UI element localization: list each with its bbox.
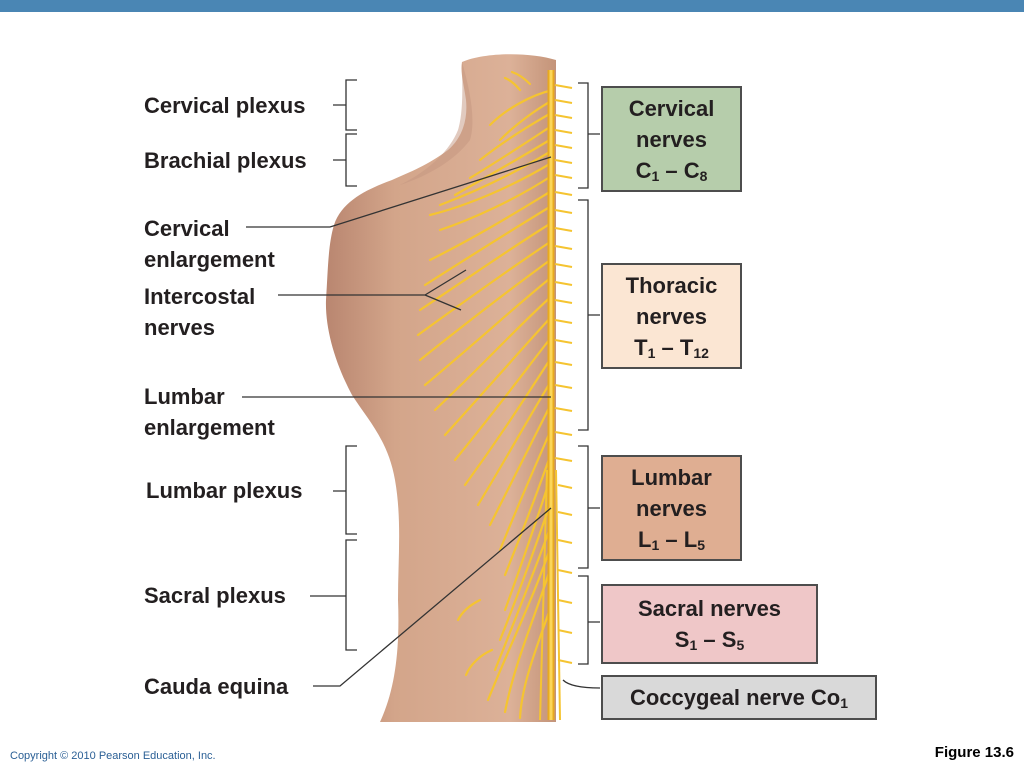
lumbar-nerves-bracket xyxy=(578,445,600,569)
thoracic-box-line2: nerves xyxy=(636,303,707,329)
cervical-nerves-bracket xyxy=(578,82,600,189)
thoracic-nerves-bracket xyxy=(578,199,600,431)
label-cauda-equina: Cauda equina xyxy=(144,674,289,699)
lumbar-box-line2: nerves xyxy=(636,495,707,521)
label-lumbar-enlargement-line1: Lumbar xyxy=(144,384,225,409)
label-cervical-enlargement-line1: Cervical xyxy=(144,216,230,241)
right-brackets xyxy=(562,82,601,689)
coccygeal-nerve-box: Coccygeal nerve Co1 xyxy=(601,675,877,720)
sacral-nerves-box: Sacral nerves S1 – S5 xyxy=(601,584,818,664)
top-accent-bar xyxy=(0,0,1024,12)
sacral-box-range: S1 – S5 xyxy=(674,627,745,653)
sacral-nerves-bracket xyxy=(578,575,600,665)
label-brachial-plexus: Brachial plexus xyxy=(144,148,307,173)
lumbar-box-line1: Lumbar xyxy=(631,464,712,490)
figure-number: Figure 13.6 xyxy=(934,744,1014,761)
cervical-nerves-box: Cervical nerves C1 – C8 xyxy=(601,86,742,192)
lumbar-box-range: L1 – L5 xyxy=(638,526,705,553)
coccygeal-leader xyxy=(562,679,601,689)
thoracic-box-line1: Thoracic xyxy=(625,272,718,298)
label-cervical-plexus: Cervical plexus xyxy=(144,93,306,118)
spinal-nerve-stubs xyxy=(554,84,573,664)
sacral-plexus-bracket xyxy=(310,539,357,651)
label-intercostal-line1: Intercostal xyxy=(144,284,256,309)
cervical-enlargement-leader xyxy=(246,156,552,228)
torso-silhouette xyxy=(325,54,556,722)
label-intercostal-line2: nerves xyxy=(144,315,215,340)
lumbar-plexus-bracket xyxy=(333,445,357,535)
left-leader-lines xyxy=(242,79,552,687)
lumbar-nerves-box: Lumbar nerves L1 – L5 xyxy=(601,455,742,561)
thoracic-nerves-box: Thoracic nerves T1 – T12 xyxy=(601,263,742,369)
cervical-box-range: C1 – C8 xyxy=(635,157,708,184)
brachial-plexus-bracket xyxy=(333,133,357,187)
cervical-box-line2: nerves xyxy=(636,126,707,152)
cervical-box-line1: Cervical xyxy=(628,95,715,121)
neck-shadow xyxy=(400,62,473,185)
label-lumbar-enlargement-line2: enlargement xyxy=(144,415,275,440)
sacral-box-line1: Sacral nerves xyxy=(637,596,782,621)
cervical-plexus-bracket xyxy=(333,79,357,131)
spinal-cord xyxy=(539,70,561,721)
label-lumbar-plexus: Lumbar plexus xyxy=(146,478,303,503)
intercostal-leader xyxy=(278,269,467,311)
copyright-notice: Copyright © 2010 Pearson Education, Inc. xyxy=(10,750,216,762)
label-cervical-enlargement-line2: enlargement xyxy=(144,247,275,272)
cauda-equina-leader xyxy=(313,507,552,687)
thoracic-box-range: T1 – T12 xyxy=(634,334,709,361)
coccygeal-box-text: Coccygeal nerve Co1 xyxy=(629,685,849,711)
label-sacral-plexus: Sacral plexus xyxy=(144,583,286,608)
